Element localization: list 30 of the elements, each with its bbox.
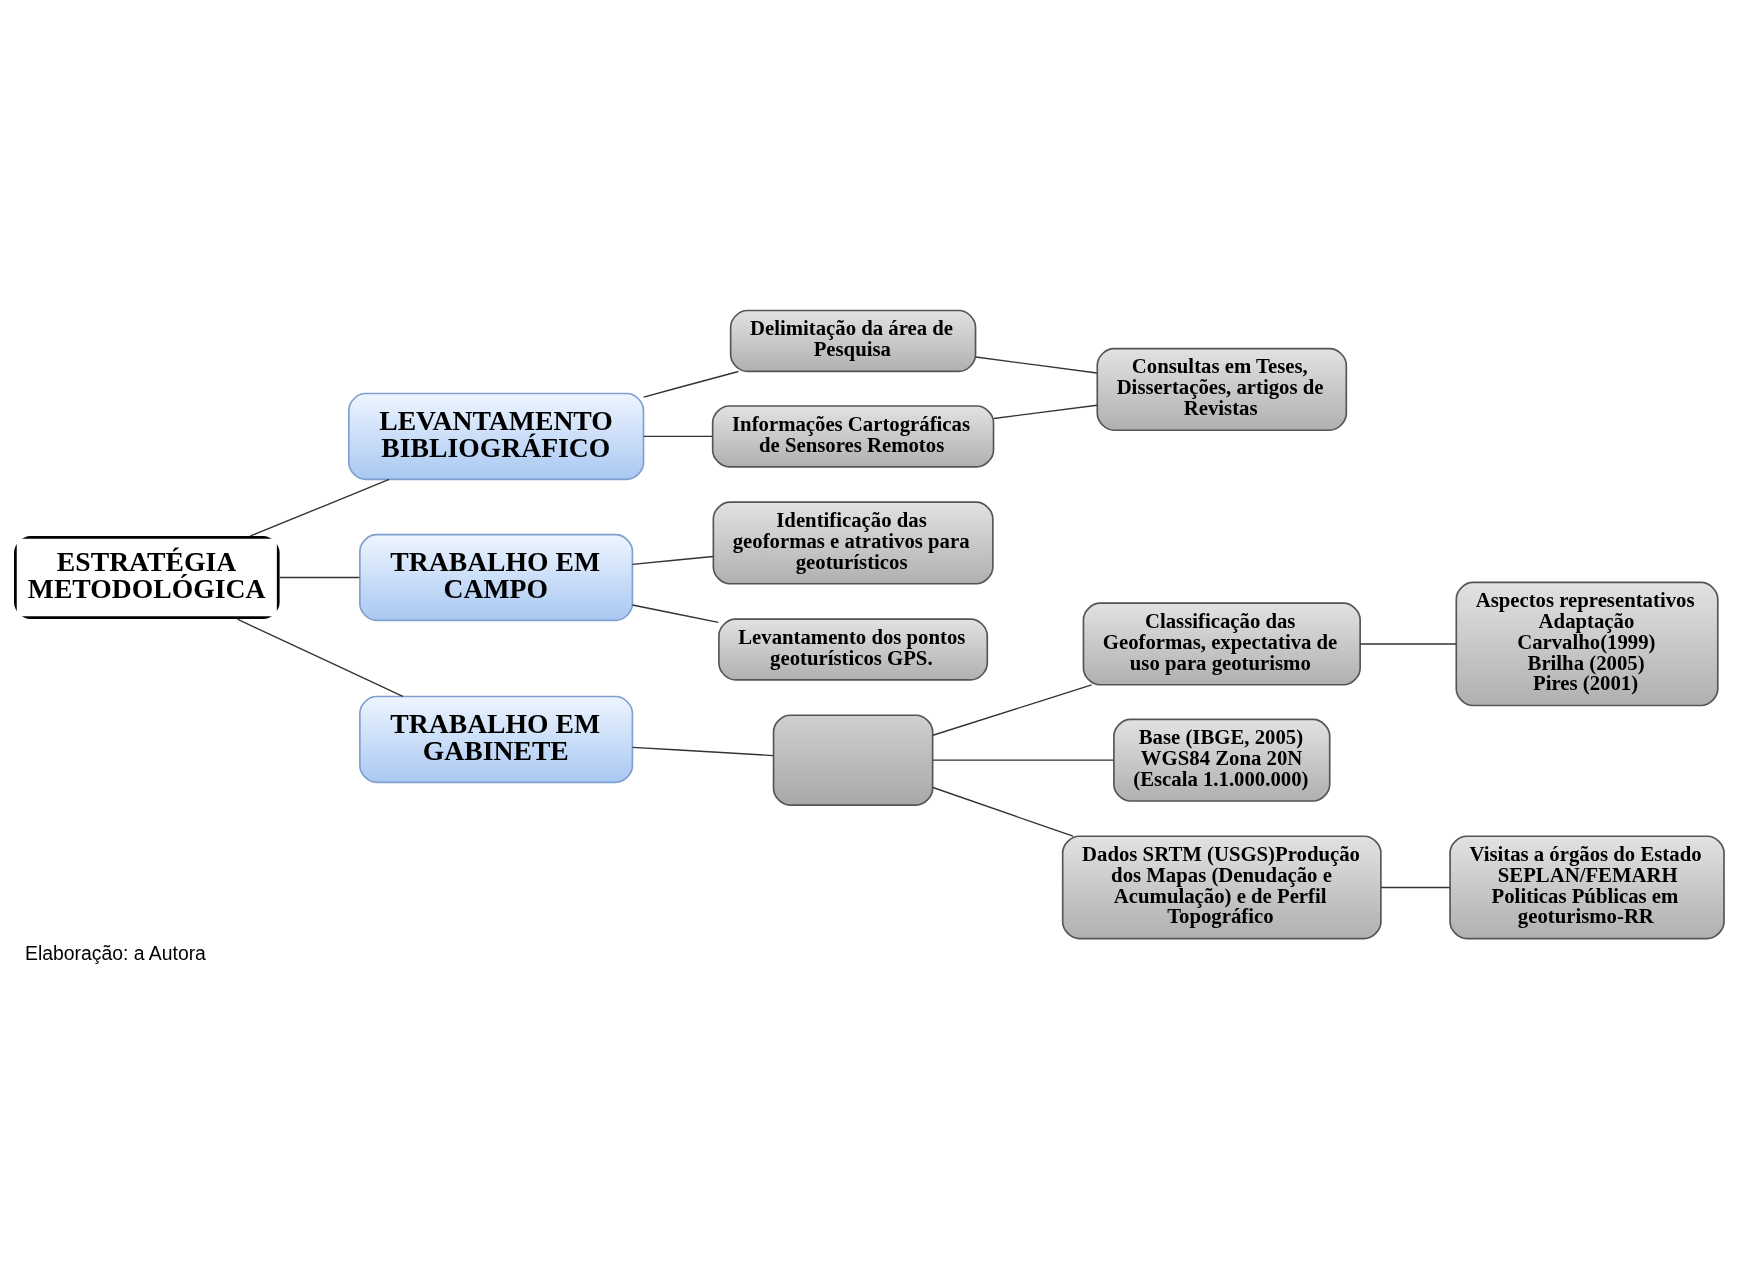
connector: [975, 355, 1098, 374]
node-box: [772, 713, 934, 806]
connector: [236, 618, 404, 697]
node-box: LEVANTAMENTO BIBLIOGRÁFICO: [347, 392, 645, 480]
connector: [932, 683, 1093, 736]
connector: [993, 404, 1098, 419]
node-box: TRABALHO EM GABINETE: [359, 695, 634, 783]
node-box: Delimitação da área de Pesquisa: [729, 309, 977, 372]
connector: [631, 603, 720, 623]
node-box: Dados SRTM (USGS)Produção dos Mapas (Denudação e Acumulação) e de Perfil Topográfico: [1061, 834, 1382, 939]
connector: [631, 555, 714, 565]
node-box: TRABALHO EM CAMPO: [359, 533, 634, 621]
connector: [1359, 642, 1457, 645]
node-box: Base (IBGE, 2005) WGS84 Zona 20N (Escala 1.1.000.000): [1113, 718, 1331, 802]
node-box: Identificação das geoformas e atrativos para geoturísticos: [712, 500, 994, 585]
connector: [642, 370, 740, 398]
node-box: Informações Cartográficas de Sensores Remotos: [711, 404, 995, 468]
caption: Elaboração: a Autora: [25, 941, 206, 964]
node-box: Consultas em Teses, Dissertações, artigos de Revistas: [1096, 347, 1348, 431]
node-box: Visitas a órgãos do Estado SEPLAN/FEMARH Politicas Públicas em geoturismo-RR: [1449, 834, 1725, 939]
connector: [249, 478, 390, 537]
connector: [932, 758, 1115, 761]
node-box: Levantamento dos pontos geoturísticos GPS.: [718, 617, 989, 681]
node-box: Classificação das Geoformas, expectativa de uso para geoturismo: [1082, 601, 1361, 686]
node-box: Aspectos representativos Adaptação Carvalho(1999) Brilha (2005) Pires (2001): [1455, 581, 1719, 706]
connector: [932, 786, 1074, 837]
connector: [642, 435, 713, 437]
connector: [1380, 886, 1451, 888]
connector: [279, 576, 360, 578]
connector: [631, 746, 774, 756]
